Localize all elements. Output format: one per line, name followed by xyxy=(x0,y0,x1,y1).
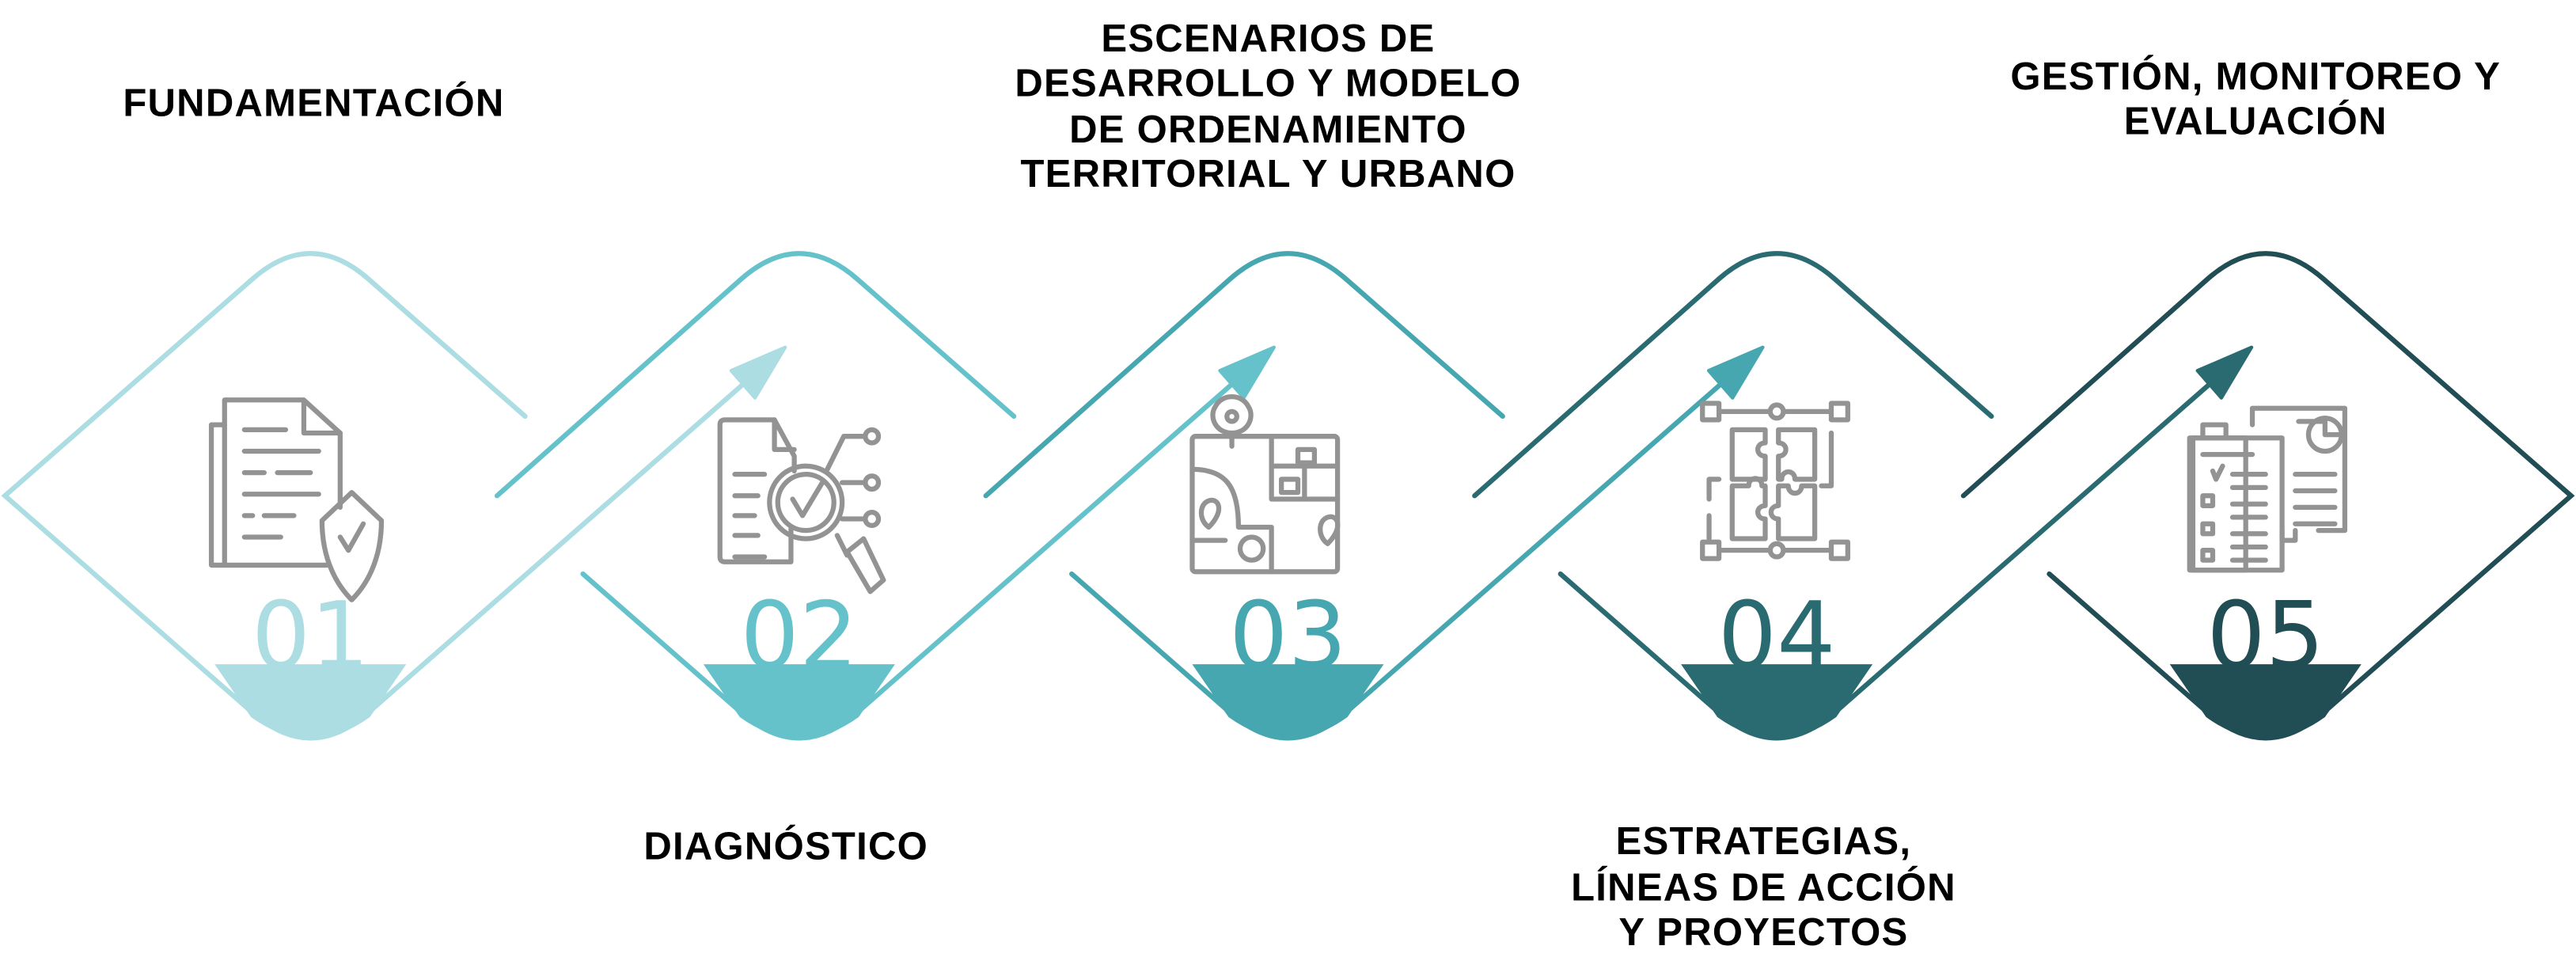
step-label-line: Y PROYECTOS xyxy=(1618,911,1908,954)
step-label-line: EVALUACIÓN xyxy=(2124,98,2388,142)
arrowhead-icon xyxy=(1706,345,1765,400)
diamond-upper-outline xyxy=(494,251,1017,499)
diamond-lower-connector xyxy=(1069,377,1728,741)
step-label-line: TERRITORIAL Y URBANO xyxy=(1020,153,1516,196)
step-bowl xyxy=(703,664,895,739)
step-label-line: DE ORDENAMIENTO xyxy=(1069,108,1467,151)
label-gestion: GESTIÓN, MONITOREO Y EVALUACIÓN xyxy=(2010,54,2501,142)
label-diagnostico: DIAGNÓSTICO xyxy=(643,823,928,868)
report-checklist-icon xyxy=(2187,405,2348,573)
diamond-upper-outline xyxy=(1472,251,1994,499)
label-escenarios: ESCENARIOS DE DESARROLLO Y MODELO DE ORD… xyxy=(1015,17,1521,196)
step-label-line: ESCENARIOS DE xyxy=(1101,17,1435,60)
label-estrategias: ESTRATEGIAS, LÍNEAS DE ACCIÓN Y PROYECTO… xyxy=(1571,820,1956,954)
arrowhead-icon xyxy=(2195,345,2254,400)
step-bowl xyxy=(2169,664,2362,739)
arrowhead-icon xyxy=(729,345,787,400)
label-fundamentacion: FUNDAMENTACIÓN xyxy=(123,80,504,124)
document-shield-icon xyxy=(208,397,385,602)
diamond-lower-connector xyxy=(1557,377,2217,741)
diamond-upper-outline xyxy=(983,251,1505,499)
step-label-line: DIAGNÓSTICO xyxy=(643,823,928,868)
map-pins-icon xyxy=(1189,394,1341,575)
diamond-lower-connector xyxy=(580,377,1239,741)
arrowhead-icon xyxy=(1218,345,1276,400)
step-bowl xyxy=(214,664,407,739)
step-label-line: LÍNEAS DE ACCIÓN xyxy=(1571,865,1956,910)
step-label-line: DESARROLLO Y MODELO xyxy=(1015,62,1521,104)
step-bowl xyxy=(1192,664,1384,739)
puzzle-network-icon xyxy=(1700,401,1850,561)
step-bowl xyxy=(1681,664,1873,739)
step-label-line: GESTIÓN, MONITOREO Y xyxy=(2010,54,2501,98)
step-label-line: FUNDAMENTACIÓN xyxy=(123,80,504,124)
document-magnifier-icon xyxy=(717,417,886,594)
step-label-line: ESTRATEGIAS, xyxy=(1616,820,1912,863)
